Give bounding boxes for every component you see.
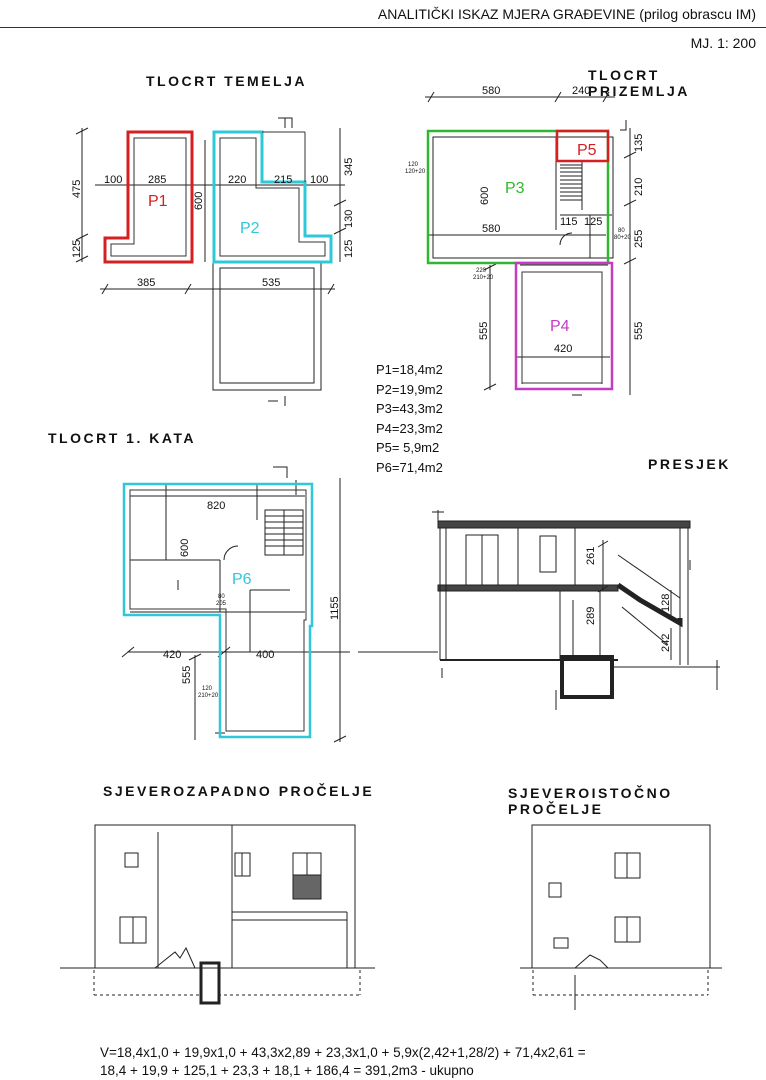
first-floor-plan bbox=[121, 466, 350, 743]
dim-f-top-5: 100 bbox=[310, 174, 328, 186]
area-p6: P6=71,4m2 bbox=[376, 459, 443, 475]
area-p5: P5= 5,9m2 bbox=[376, 440, 440, 455]
first-floor-plan-title: TLOCRT 1. KATA bbox=[48, 430, 197, 446]
dim-g-stair-1: 115 bbox=[560, 216, 578, 228]
tag-8: 205 bbox=[216, 601, 227, 607]
tag-7: 80 bbox=[218, 594, 225, 600]
dim-s-4: 242 bbox=[660, 634, 672, 652]
dim-f-left-1: 475 bbox=[71, 180, 83, 198]
tag-4: 80+20 bbox=[614, 235, 632, 241]
zone-label-p3: P3 bbox=[505, 180, 525, 197]
dim-g-right-1: 135 bbox=[633, 134, 645, 152]
zone-label-p1: P1 bbox=[148, 193, 168, 210]
dim-s-3: 128 bbox=[660, 594, 672, 612]
dim-1-lower-h: 555 bbox=[181, 666, 193, 684]
dim-f-right-3: 125 bbox=[343, 240, 355, 258]
ne-elevation-title: SJEVEROISTOČNO PROČELJE bbox=[508, 785, 673, 817]
zone-label-p6: P6 bbox=[232, 571, 252, 588]
dim-g-top-1: 580 bbox=[482, 85, 500, 97]
dim-f-bottom-2: 535 bbox=[262, 277, 280, 289]
section-drawing bbox=[358, 510, 720, 710]
dim-g-right-4: 555 bbox=[633, 322, 645, 340]
foundation-plan-title: TLOCRT TEMELJA bbox=[146, 73, 307, 89]
dim-f-top-3: 220 bbox=[228, 174, 246, 186]
dim-g-inner-h: 600 bbox=[479, 187, 491, 205]
dim-g-stair-2: 125 bbox=[584, 216, 602, 228]
dim-g-lower-w: 420 bbox=[554, 343, 572, 355]
area-p3: P3=43,3m2 bbox=[376, 401, 443, 416]
formula-line-2: 18,4 + 19,9 + 125,1 + 23,3 + 18,1 + 186,… bbox=[100, 1063, 474, 1078]
dim-g-inner-w: 580 bbox=[482, 223, 500, 235]
tag-10: 210+20 bbox=[198, 693, 219, 699]
tag-2: 120+20 bbox=[405, 169, 426, 175]
dim-f-inner: 600 bbox=[193, 192, 205, 210]
tag-1: 120 bbox=[408, 162, 419, 168]
nw-elevation bbox=[60, 824, 375, 1005]
dim-s-1: 261 bbox=[585, 547, 597, 565]
dim-f-top-1: 100 bbox=[104, 174, 122, 186]
dim-1-width: 820 bbox=[207, 500, 225, 512]
tag-3: 80 bbox=[618, 228, 625, 234]
dim-g-right-3: 255 bbox=[633, 230, 645, 248]
dim-f-top-2: 285 bbox=[148, 174, 166, 186]
dim-f-top-4: 215 bbox=[274, 174, 292, 186]
dim-1-lower-w-2: 400 bbox=[256, 649, 274, 661]
area-p2: P2=19,9m2 bbox=[376, 381, 443, 397]
zone-p1-outline bbox=[103, 130, 194, 264]
dim-g-right-2: 210 bbox=[633, 178, 645, 196]
section-title: PRESJEK bbox=[648, 456, 731, 472]
ground-floor-plan bbox=[425, 91, 637, 396]
dim-f-right-2: 130 bbox=[343, 210, 355, 228]
area-list: P1=18,4m2 P2=19,9m2 P3=43,3m2 P4=23,3m2 … bbox=[376, 360, 443, 477]
dim-s-2: 289 bbox=[585, 607, 597, 625]
tag-9: 120 bbox=[202, 686, 213, 692]
dim-f-left-2: 125 bbox=[71, 240, 83, 258]
ground-floor-plan-title: TLOCRT PRIZEMLJA bbox=[588, 67, 690, 99]
dim-g-left: 555 bbox=[478, 322, 490, 340]
scale-label: MJ. 1: 200 bbox=[690, 35, 756, 51]
volume-formula: V=18,4x1,0 + 19,9x1,0 + 43,3x2,89 + 23,3… bbox=[100, 1044, 586, 1080]
dim-1-total-h: 1155 bbox=[329, 596, 341, 620]
ne-elevation bbox=[520, 824, 722, 1010]
area-p1: P1=18,4m2 bbox=[376, 362, 443, 377]
formula-line-1: V=18,4x1,0 + 19,9x1,0 + 43,3x2,89 + 23,3… bbox=[100, 1045, 586, 1060]
tag-6: 210+20 bbox=[473, 275, 494, 281]
zone-label-p5: P5 bbox=[577, 142, 597, 159]
tag-5: 220 bbox=[476, 268, 487, 274]
zone-label-p2: P2 bbox=[240, 220, 260, 237]
zone-p5-outline bbox=[555, 129, 610, 163]
zone-p2-outline bbox=[212, 130, 333, 264]
dim-1-inner-h: 600 bbox=[179, 539, 191, 557]
dim-f-right-1: 345 bbox=[343, 158, 355, 176]
dim-g-top-2: 240 bbox=[572, 85, 590, 97]
document-title: ANALITIČKI ISKAZ MJERA GRAĐEVINE (prilog… bbox=[377, 6, 756, 22]
header-divider bbox=[0, 27, 766, 28]
dim-f-bottom-1: 385 bbox=[137, 277, 155, 289]
zone-p6-outline bbox=[122, 482, 314, 739]
nw-elevation-title: SJEVEROZAPADNO PROČELJE bbox=[103, 783, 375, 799]
zone-p4-outline bbox=[514, 261, 614, 391]
zone-label-p4: P4 bbox=[550, 318, 570, 335]
area-p4: P4=23,3m2 bbox=[376, 420, 443, 436]
dim-1-lower-w-1: 420 bbox=[163, 649, 181, 661]
